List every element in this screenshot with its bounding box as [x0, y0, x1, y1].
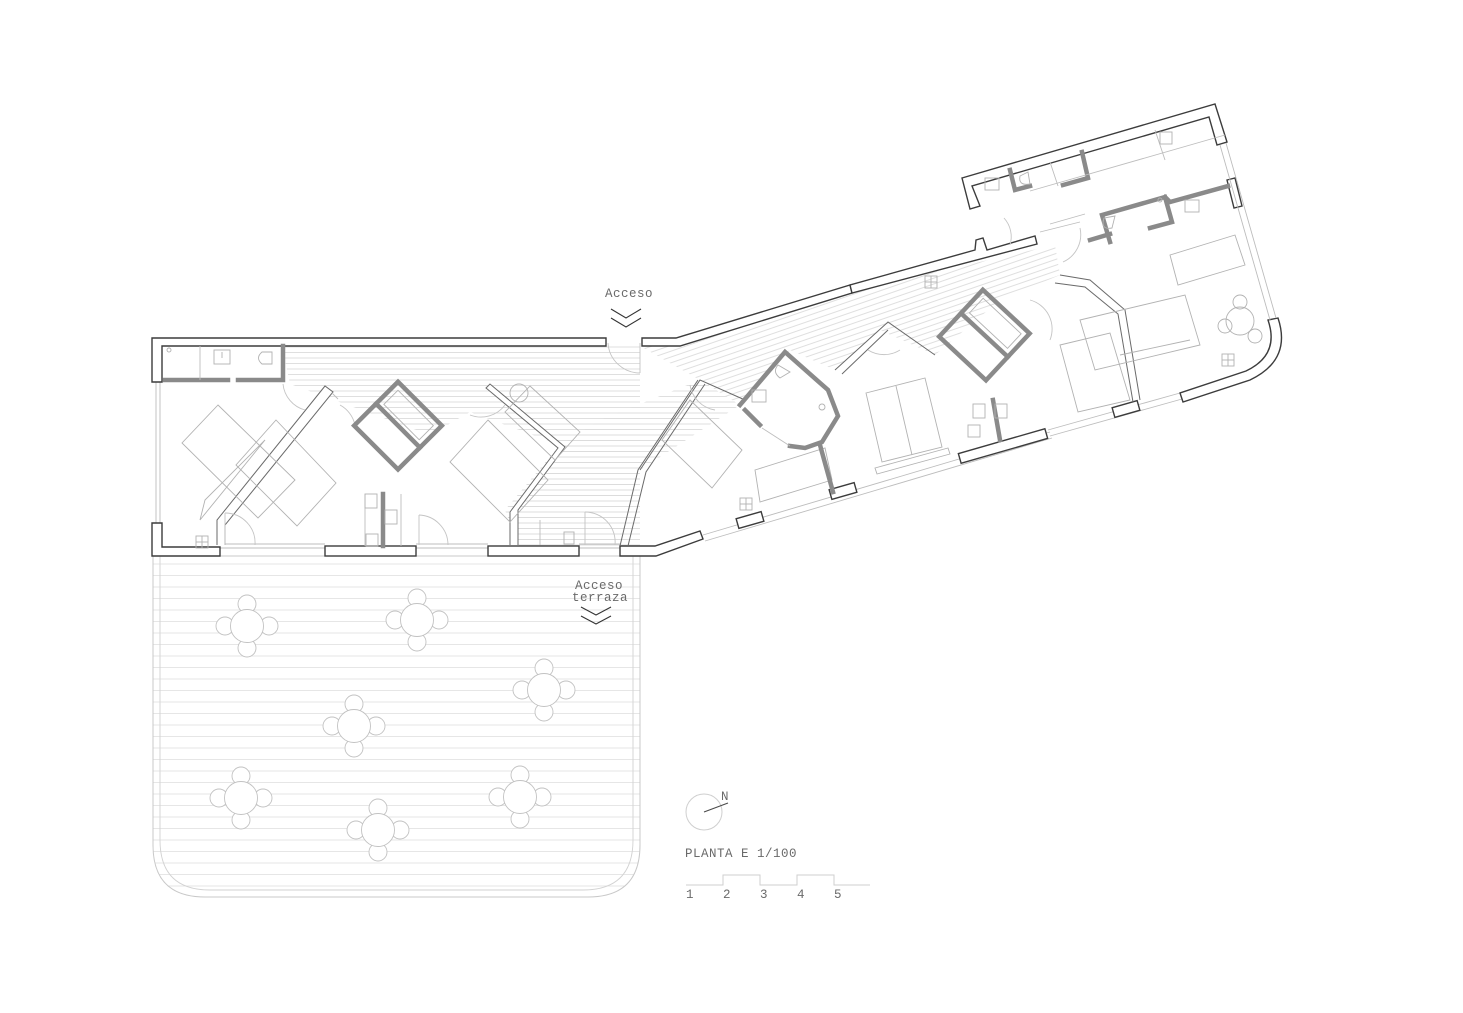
terrace-tables: [209, 588, 576, 862]
north-arrow: N: [685, 790, 729, 831]
main-access-marker: Acceso: [605, 287, 653, 328]
scale-tick-label: 2: [723, 888, 731, 902]
round-table: [400, 603, 434, 637]
terrace-table: [385, 588, 449, 652]
double-chevron-down-icon: [580, 606, 612, 625]
terrace-access-label-1: Acceso: [575, 579, 623, 593]
terrace-access-marker: Acceso terraza: [572, 579, 628, 625]
scale-tick-label: 3: [760, 888, 768, 902]
round-table: [230, 609, 264, 643]
scale-tick-label: 4: [797, 888, 805, 902]
terrace-table: [488, 765, 552, 829]
terrace-table: [322, 694, 386, 758]
scale-tick-label: 1: [686, 888, 694, 902]
terrace: [152, 555, 641, 898]
round-table: [337, 709, 371, 743]
scale-bar: 1 2 3 4 5: [686, 874, 870, 902]
round-table: [527, 673, 561, 707]
north-letter: N: [721, 790, 729, 804]
east-wing: [849, 103, 1283, 413]
terrace-table: [346, 798, 410, 862]
plan-title: PLANTA E 1/100: [685, 847, 797, 861]
main-access-label: Acceso: [605, 287, 653, 301]
terrace-table: [209, 766, 273, 830]
round-table: [361, 813, 395, 847]
north-arrow-icon: [685, 793, 723, 831]
round-table: [224, 781, 258, 815]
round-table: [503, 780, 537, 814]
scale-tick-label: 5: [834, 888, 842, 902]
terrace-table: [215, 594, 279, 658]
left-block: [151, 337, 620, 557]
terrace-access-label-2: terraza: [572, 591, 628, 605]
corridor-decking: [282, 245, 1060, 548]
middle-wing: [639, 286, 1183, 542]
double-chevron-down-icon: [610, 308, 642, 328]
terrace-table: [512, 658, 576, 722]
